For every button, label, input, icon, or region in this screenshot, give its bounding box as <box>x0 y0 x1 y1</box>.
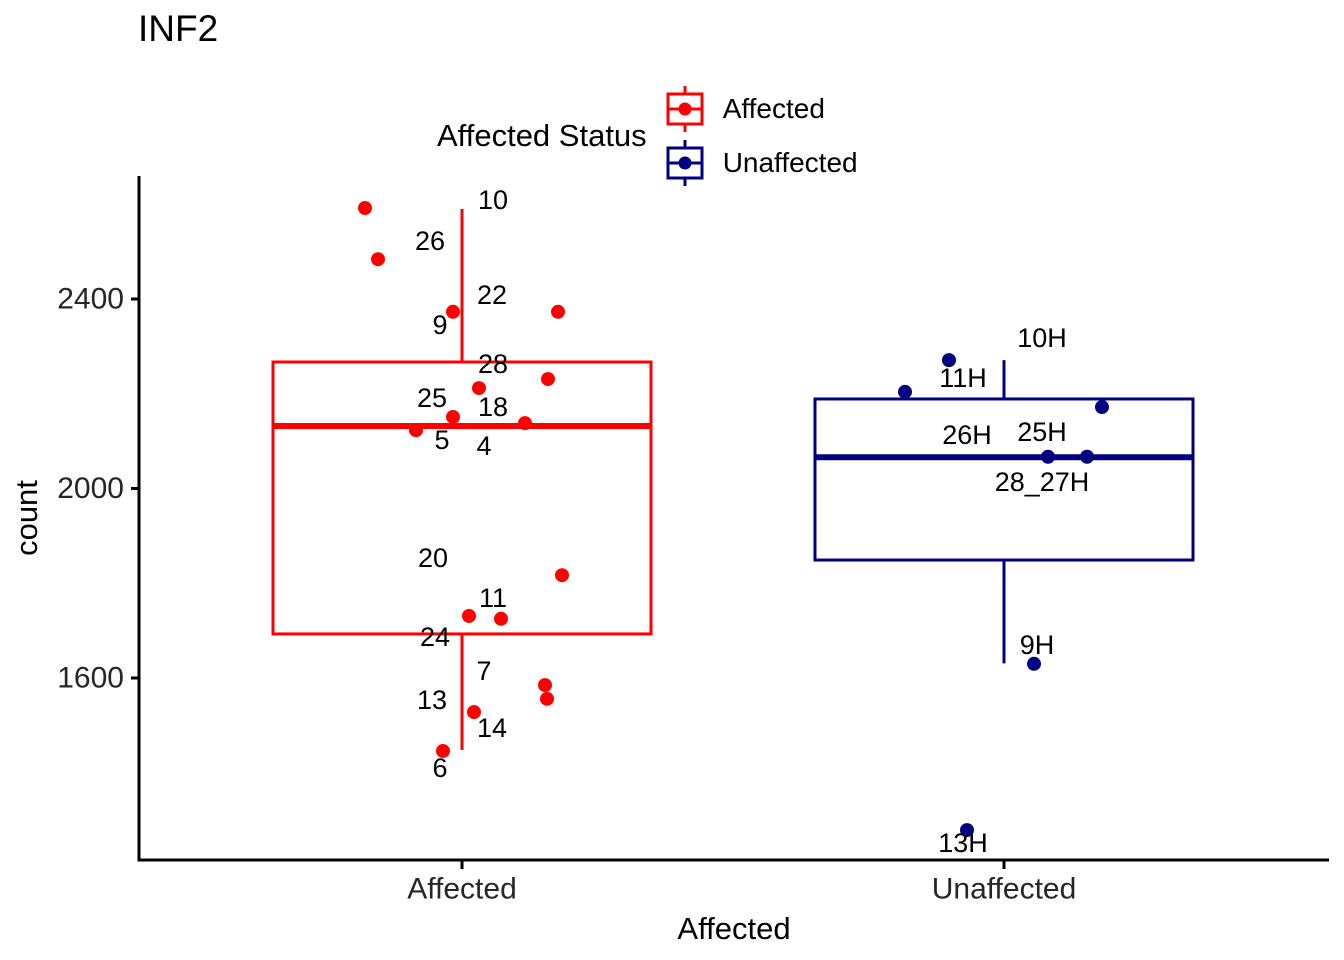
boxplot-key-icon <box>666 86 704 132</box>
x-tick-label-unaffected: Unaffected <box>932 873 1077 906</box>
box-affected <box>271 360 653 636</box>
jitter-point-9 <box>446 304 460 319</box>
point-label-26H: 26H <box>942 420 992 450</box>
jitter-point-13 <box>540 691 554 706</box>
jitter-point-26H <box>1041 449 1055 464</box>
point-label-18: 18 <box>478 392 508 422</box>
legend-title: Affected Status <box>437 118 647 153</box>
jitter-point-26 <box>371 252 385 267</box>
box-unaffected <box>813 397 1195 562</box>
jitter-point-13H <box>960 823 974 838</box>
point-label-13H: 13H <box>938 828 988 858</box>
jitter-point-6 <box>436 743 450 758</box>
point-label-10: 10 <box>478 185 508 215</box>
jitter-point-10H <box>942 353 956 368</box>
point-label-20: 20 <box>418 543 448 573</box>
x-axis-title: Affected <box>677 911 791 946</box>
boxplot-key-icon <box>666 140 704 186</box>
legend-label: Affected <box>722 93 825 124</box>
jitter-point-11H <box>898 384 912 399</box>
x-tick-label-affected: Affected <box>407 873 517 906</box>
chart-title: INF2 <box>138 8 219 49</box>
jitter-point-9H <box>1027 656 1041 671</box>
point-label-7: 7 <box>476 656 491 686</box>
jitter-point-24 <box>462 608 476 623</box>
point-label-28: 28 <box>478 349 508 379</box>
legend-label: Unaffected <box>722 147 858 178</box>
y-tick-label-2000: 2000 <box>57 472 124 505</box>
jitter-point-28_27H <box>1080 449 1094 464</box>
y-axis-title: count <box>9 480 44 556</box>
point-label-5: 5 <box>434 425 449 455</box>
point-label-24: 24 <box>420 622 450 652</box>
legend-item-affected: Affected <box>665 82 858 136</box>
point-label-4: 4 <box>476 431 491 461</box>
point-label-25: 25 <box>417 383 447 413</box>
point-label-9H: 9H <box>1020 630 1055 660</box>
point-label-9: 9 <box>432 310 447 340</box>
jitter-point-25H <box>1095 400 1109 415</box>
point-label-26: 26 <box>415 226 445 256</box>
jitter-point-25 <box>446 409 460 424</box>
jitter-point-7 <box>538 678 552 693</box>
jitter-point-18 <box>472 381 486 396</box>
jitter-point-10 <box>358 201 372 216</box>
point-label-13: 13 <box>417 685 447 715</box>
point-label-14: 14 <box>477 713 507 743</box>
legend-item-unaffected: Unaffected <box>665 136 858 190</box>
point-label-10H: 10H <box>1017 323 1067 353</box>
point-label-28_27H: 28_27H <box>995 467 1090 497</box>
jitter-point-20 <box>555 568 569 583</box>
point-label-11: 11 <box>479 583 507 613</box>
jitter-point-5 <box>409 423 423 438</box>
jitter-point-28 <box>541 372 555 387</box>
point-label-6: 6 <box>432 753 447 783</box>
jitter-point-14 <box>467 705 481 720</box>
point-label-11H: 11H <box>939 363 987 393</box>
point-label-25H: 25H <box>1017 417 1067 447</box>
point-label-22: 22 <box>477 280 507 310</box>
jitter-point-11 <box>494 611 508 626</box>
jitter-point-22 <box>551 304 565 319</box>
jitter-point-4 <box>518 416 532 431</box>
y-tick-label-2400: 2400 <box>57 283 124 316</box>
y-tick-label-1600: 1600 <box>57 662 124 695</box>
